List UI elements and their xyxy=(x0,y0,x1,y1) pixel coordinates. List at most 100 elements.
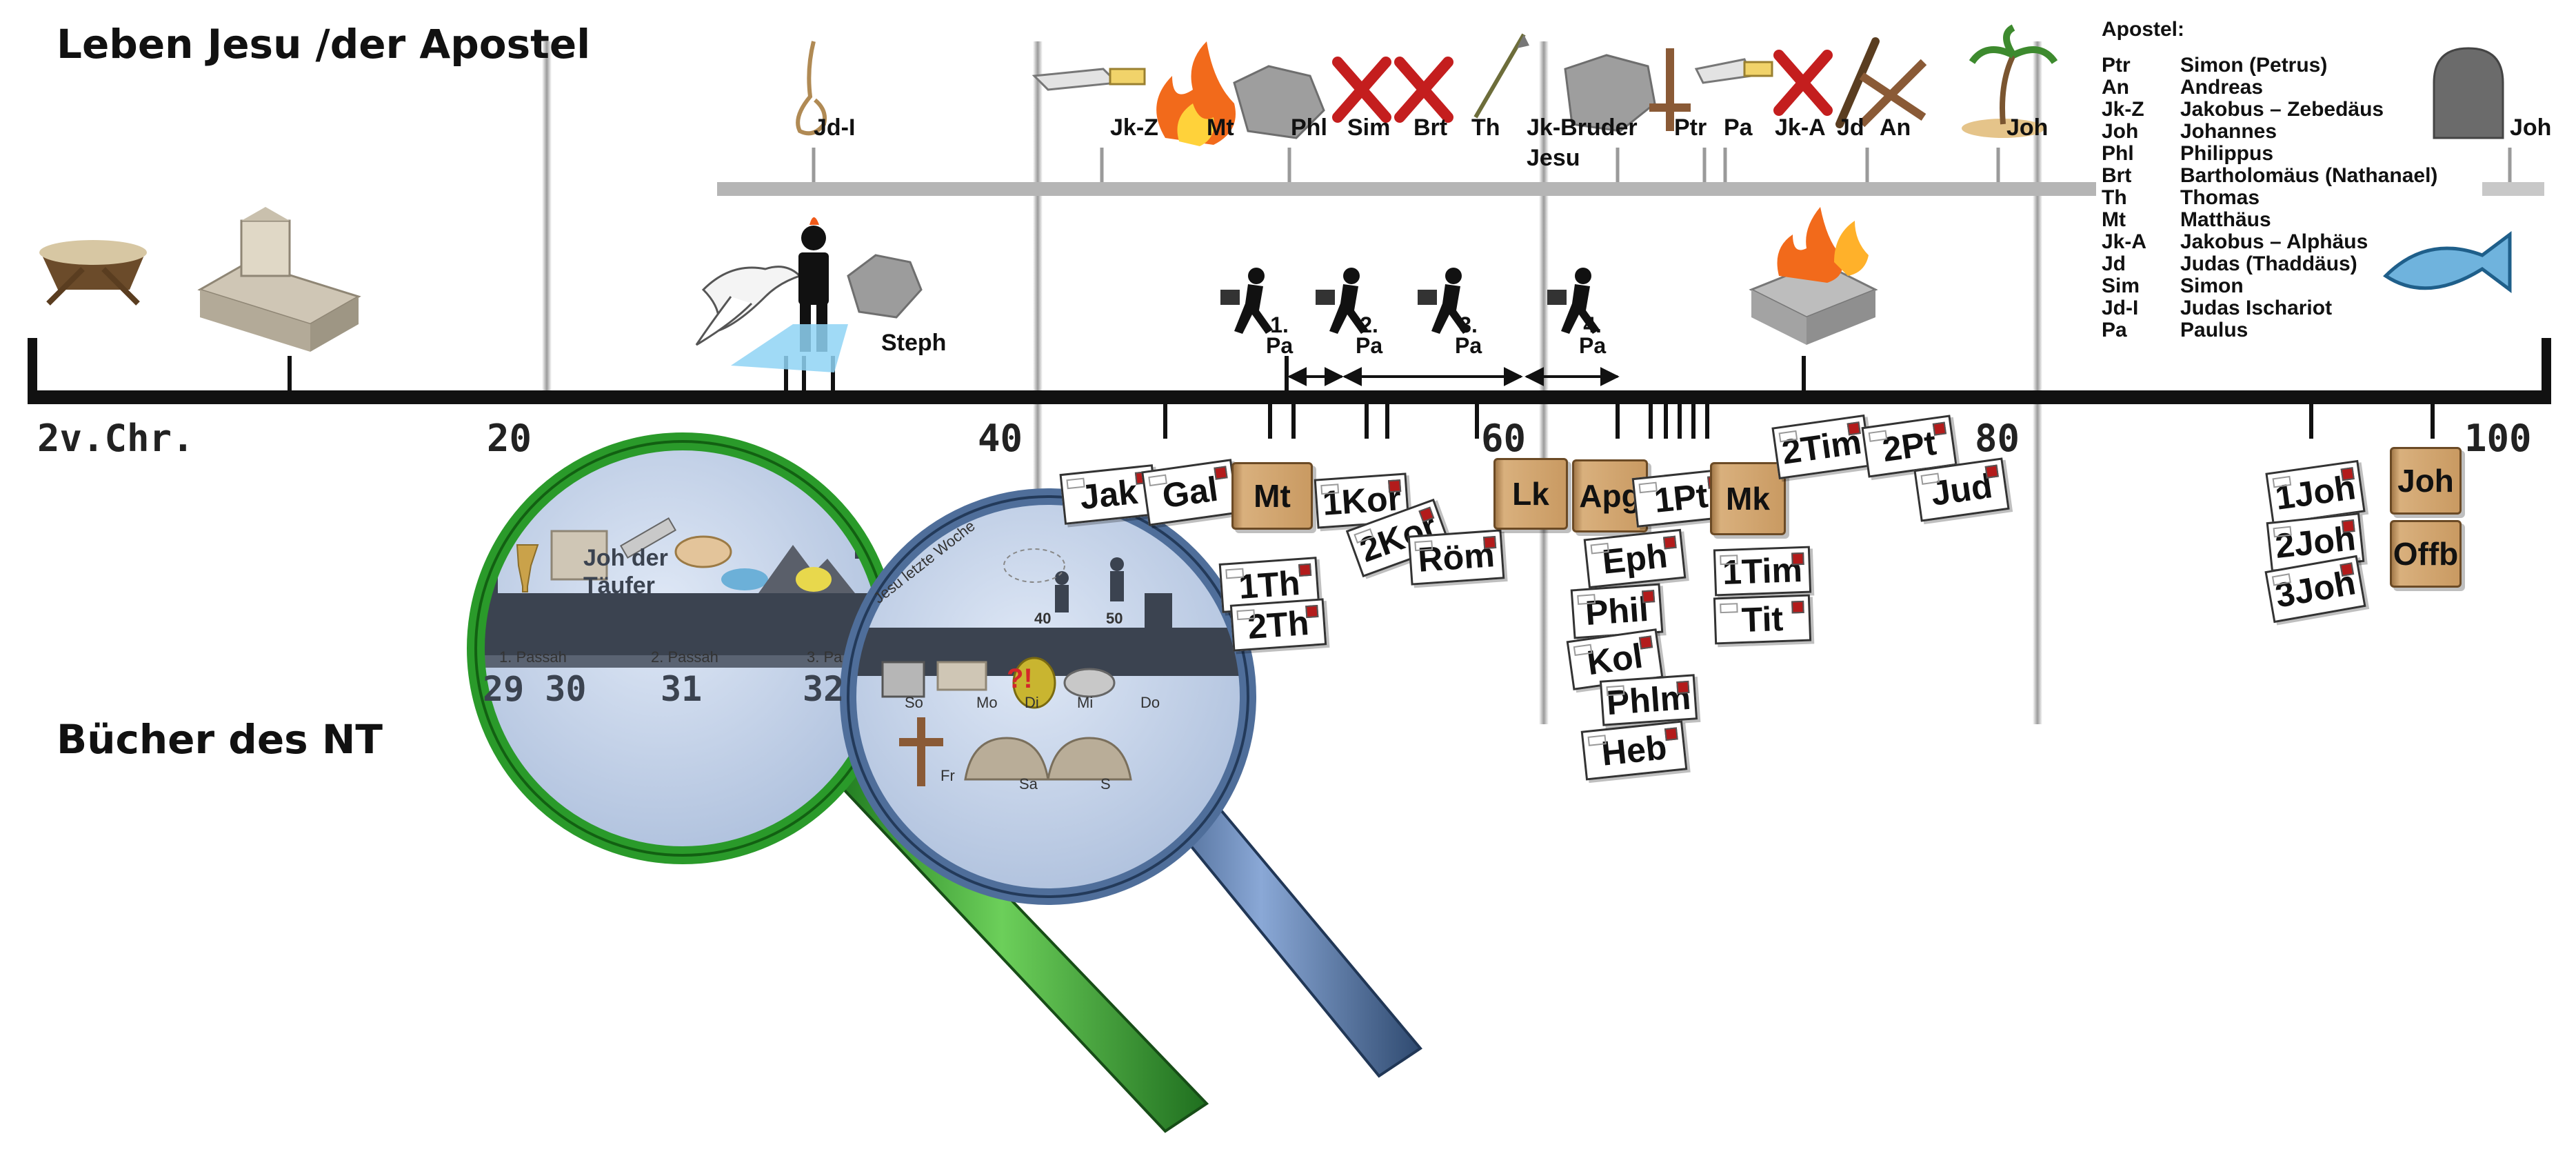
book-card-phlm: Phlm xyxy=(1599,674,1698,726)
paul-journey-3: 3.Pa xyxy=(1455,312,1482,358)
apostle-label-sim: Sim xyxy=(1347,114,1391,141)
club-icon-jd xyxy=(1835,37,1880,128)
magnifier-beam xyxy=(731,324,848,372)
book-gospel-mk: Mk xyxy=(1710,462,1786,535)
fish-icon xyxy=(2383,231,2512,293)
axis-end-cap xyxy=(2542,338,2551,404)
sword-icon-pa xyxy=(1694,58,1773,84)
zoom-right-day-do: Do xyxy=(1140,694,1160,711)
paul-runner-icon-4 xyxy=(1547,268,1600,334)
year-label-80: 80 xyxy=(1975,417,2020,460)
apostle-label-jesu: Jesu xyxy=(1527,145,1580,171)
zoom-right-day-sa: Sa xyxy=(1019,775,1038,793)
stephen-label: Steph xyxy=(881,330,947,356)
book-card-2th: 2Th xyxy=(1229,598,1327,652)
apostle-label-pa: Pa xyxy=(1724,114,1753,141)
paul-runner-icon-2 xyxy=(1316,268,1368,334)
book-gospel-lk: Lk xyxy=(1493,458,1568,530)
axis-start-cap xyxy=(28,338,37,404)
apostle-label-jk-bruder: Jk-Bruder xyxy=(1527,114,1638,141)
sword-icon-jkz xyxy=(1032,68,1146,91)
zoom-left-passah-3: 3. Pa xyxy=(807,648,843,666)
apostle-line-joh xyxy=(2482,182,2544,196)
zoom-left-year-1: 29 30 xyxy=(483,669,587,709)
zoom-left-title-1: Joh der xyxy=(583,545,668,571)
apostle-ticks xyxy=(812,148,2512,182)
paul-runner-icon-1 xyxy=(1220,268,1273,334)
zoom-right-day-s: S xyxy=(1100,775,1111,793)
year-label-100: 100 xyxy=(2464,417,2532,460)
book-gospel-mt: Mt xyxy=(1231,462,1313,530)
magnifier-right xyxy=(840,488,1422,1078)
manger-icon xyxy=(39,240,147,306)
apostle-label-phl: Phl xyxy=(1291,114,1327,141)
apostle-label-jkz: Jk-Z xyxy=(1110,114,1158,141)
paul-journey-2: 2.Pa xyxy=(1356,312,1383,358)
year-label-20: 20 xyxy=(487,417,532,460)
year-label-60: 60 xyxy=(1481,417,1527,460)
apostle-label-joh: Joh xyxy=(2006,114,2049,141)
zoom-right-mark: ?! xyxy=(1007,664,1033,694)
temple-icon xyxy=(197,207,361,352)
apostle-label-an: An xyxy=(1880,114,1911,141)
zoom-left-year-3: 32 xyxy=(803,669,845,709)
legend-title: Apostel: xyxy=(2102,18,2184,41)
book-card-eph: Eph xyxy=(1583,528,1687,589)
apostle-label-ptr: Ptr xyxy=(1674,114,1707,141)
apostle-label-brt: Brt xyxy=(1413,114,1448,141)
noose-icon xyxy=(796,41,827,136)
book-offb: Offb xyxy=(2390,520,2462,588)
apostle-label-mt: Mt xyxy=(1207,114,1234,141)
jerusalem-destruction-icon xyxy=(1749,207,1878,345)
gravestone-icon xyxy=(2433,47,2504,139)
zoom-left-passah-2: 2. Passah xyxy=(651,648,718,666)
zoom-left-title-2: Täufer xyxy=(583,572,655,599)
heading-life: Leben Jesu /der Apostel xyxy=(57,21,591,68)
book-card-tit: Tit xyxy=(1713,594,1812,645)
fire-icon-mt xyxy=(1156,41,1236,146)
apostle-label-jd: Jd xyxy=(1837,114,1864,141)
book-card-rom: Röm xyxy=(1407,529,1505,586)
book-card-heb: Heb xyxy=(1580,720,1688,781)
zoom-right-day-fr: Fr xyxy=(940,767,955,784)
apostle-label-joh-grave: Joh xyxy=(2510,114,2552,141)
stone-icon-stephen xyxy=(847,254,923,319)
paul-journey-1: 1.Pa xyxy=(1266,312,1294,358)
heading-books: Bücher des NT xyxy=(57,716,383,763)
decade-bar-80 xyxy=(2033,41,2042,724)
apostle-label-jka: Jk-A xyxy=(1775,114,1826,141)
cross-x-icon-brt xyxy=(1394,57,1453,123)
book-card-1tim: 1Tim xyxy=(1713,546,1812,597)
zoom-right-day-mo: Mo xyxy=(976,694,998,711)
zoom-right-year-1: 40 xyxy=(1034,610,1051,627)
stone-icon-phl xyxy=(1233,65,1325,139)
main-axis xyxy=(28,390,2551,404)
island-icon-joh xyxy=(1962,24,2058,138)
apostle-line xyxy=(717,182,2096,196)
zoom-right-day-di: Di xyxy=(1025,694,1039,711)
year-label-40: 40 xyxy=(978,417,1023,460)
apostle-label-jdi: Jd-I xyxy=(814,114,856,141)
zoom-left-passah-1: 1. Passah xyxy=(499,648,567,666)
paul-journey-4: 4.Pa xyxy=(1579,312,1607,358)
zoom-right-year-2: 50 xyxy=(1106,610,1123,627)
decade-bar-60 xyxy=(1539,41,1549,724)
spear-icon-th xyxy=(1473,33,1529,119)
cross-x-icon-jka xyxy=(1773,50,1833,116)
cross-x-icon-sim xyxy=(1332,57,1391,123)
